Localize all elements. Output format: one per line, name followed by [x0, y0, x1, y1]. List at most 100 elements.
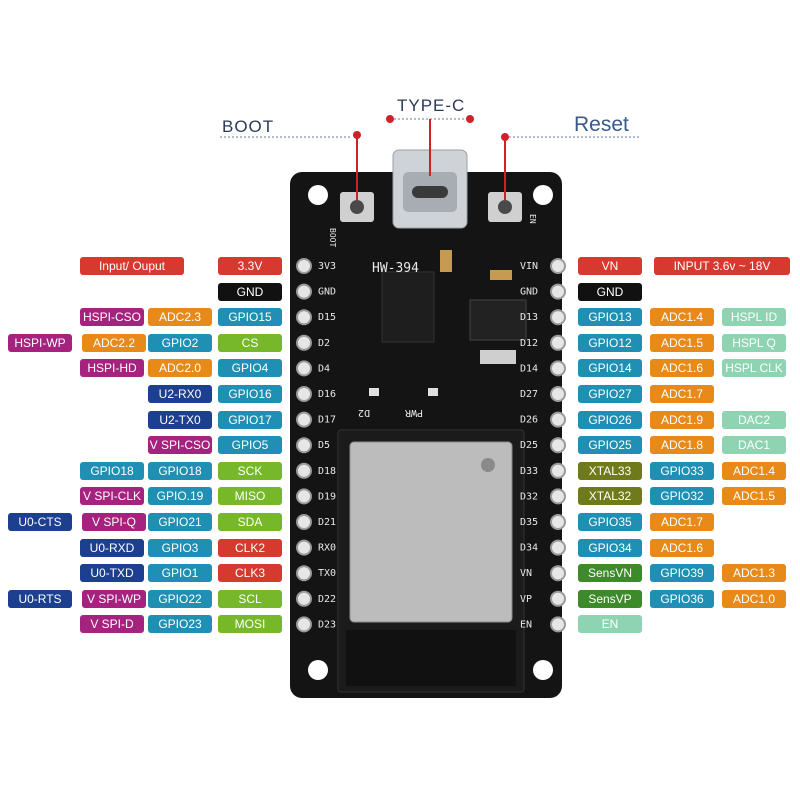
pin-label-gpio13: GPIO13 [578, 308, 642, 326]
right-pin-hole [550, 590, 566, 607]
right-pin-hole [550, 514, 566, 530]
pin-label-u2-tx0: U2-TX0 [148, 411, 212, 429]
boot-caption: BOOT [222, 117, 275, 136]
left-pin-silk: D21 [318, 517, 336, 528]
capacitor-2 [490, 270, 512, 280]
pin-label-gpio17: GPIO17 [218, 411, 282, 429]
pin-label-gnd: GND [218, 283, 282, 301]
right-pin-hole [550, 565, 566, 582]
right-pin-silk: D13 [520, 312, 538, 323]
pin-label-gpio3: GPIO3 [148, 539, 212, 557]
pin-label-gpio18: GPIO18 [148, 462, 212, 480]
pin-label-gpio26: GPIO26 [578, 411, 642, 429]
left-pin-hole [296, 437, 312, 454]
pin-label-dac1: DAC1 [722, 436, 786, 454]
pin-label-gpio5: GPIO5 [218, 436, 282, 454]
mount-hole-tr [533, 185, 553, 205]
pin-label-gpio35: GPIO35 [578, 513, 642, 531]
usb-c-slot [412, 186, 448, 198]
pin-label-adc1-3: ADC1.3 [722, 564, 786, 582]
pin-label-adc1-9: ADC1.9 [650, 411, 714, 429]
right-pin-silk: D27 [520, 389, 538, 400]
pin-label-adc1-5: ADC1.5 [722, 487, 786, 505]
right-pin-silk: D14 [520, 363, 538, 374]
right-pin-silk: D33 [520, 466, 538, 477]
pin-label-sensvn: SensVN [578, 564, 642, 582]
pin-label-hspi-hd: HSPI-HD [80, 359, 144, 377]
mount-hole-bl [308, 660, 328, 680]
silk-en: EN [528, 214, 537, 224]
pin-label-clk3: CLK3 [218, 564, 282, 582]
pin-label-dac2: DAC2 [722, 411, 786, 429]
pin-label-adc1-6: ADC1.6 [650, 359, 714, 377]
right-pin-hole [550, 539, 566, 556]
pin-label-adc1-0: ADC1.0 [722, 590, 786, 608]
left-pin-hole [296, 334, 312, 351]
reset-pointer-dot [501, 133, 509, 141]
right-pin-hole [550, 283, 566, 300]
pin-label-adc2-2: ADC2.2 [82, 334, 146, 352]
pin-label-gpio22: GPIO22 [148, 590, 212, 608]
pin-holes [296, 258, 566, 633]
right-pin-silk: D32 [520, 491, 538, 502]
regulator-tab [480, 350, 516, 364]
pin-label-u0-cts: U0-CTS [8, 513, 72, 531]
pin-label-scl: SCL [218, 590, 282, 608]
pin-label-gpio33: GPIO33 [650, 462, 714, 480]
pin-label-hspi-cso: HSPI-CSO [80, 308, 144, 326]
right-pin-hole [550, 462, 566, 479]
left-pin-silk: D22 [318, 594, 336, 605]
left-pin-hole [296, 590, 312, 607]
left-pin-hole [296, 258, 312, 274]
left-pin-silk: GND [318, 287, 336, 298]
pin-label-input-ouput: Input/ Ouput [80, 257, 184, 275]
left-pin-silk: D18 [318, 466, 336, 477]
pin-label-gpio-19: GPIO.19 [148, 487, 212, 505]
right-pin-silk: VN [520, 568, 532, 579]
right-pin-hole [550, 411, 566, 428]
pin-label-adc1-7: ADC1.7 [650, 513, 714, 531]
left-pin-hole [296, 462, 312, 479]
pin-label-gpio2: GPIO2 [148, 334, 212, 352]
pin-label-gpio1: GPIO1 [148, 564, 212, 582]
voltage-regulator [469, 299, 527, 341]
pin-label-adc2-3: ADC2.3 [148, 308, 212, 326]
pin-label-clk2: CLK2 [218, 539, 282, 557]
pin-label-u0-txd: U0-TXD [80, 564, 144, 582]
right-pin-hole [550, 258, 566, 274]
pin-label-u0-rts: U0-RTS [8, 590, 72, 608]
right-pin-silk: VIN [520, 261, 538, 272]
left-pin-hole [296, 309, 312, 326]
right-pin-silk: GND [520, 287, 538, 298]
left-pin-labels: 3V3GNDD15D2D4D16D17D5D18D19D21RX0TX0D22D… [318, 261, 336, 630]
pin-label-hspl-q: HSPL Q [722, 334, 786, 352]
pin-label-hspi-wp: HSPI-WP [8, 334, 72, 352]
silk-d2: D2 [358, 407, 370, 418]
capacitor-1 [440, 250, 452, 272]
type-c-pointer-dot-left [386, 115, 394, 123]
right-pin-silk: D12 [520, 338, 538, 349]
right-pin-silk: VP [520, 594, 532, 605]
pin-label-adc2-0: ADC2.0 [148, 359, 212, 377]
pin-label-gpio12: GPIO12 [578, 334, 642, 352]
pin-label-miso: MISO [218, 487, 282, 505]
pin-label-gpio16: GPIO16 [218, 385, 282, 403]
left-pin-hole [296, 283, 312, 300]
type-c-pointer-dot-right [466, 115, 474, 123]
pin-label-cs: CS [218, 334, 282, 352]
boot-pointer-dot [353, 131, 361, 139]
led-pwr [428, 388, 438, 396]
pin-label-3-3v: 3.3V [218, 257, 282, 275]
silk-boot: BOOT [328, 228, 337, 247]
mount-hole-tl [308, 185, 328, 205]
left-pin-hole [296, 565, 312, 582]
right-pin-hole [550, 616, 566, 633]
left-pin-silk: TX0 [318, 568, 336, 579]
left-pin-silk: 3V3 [318, 261, 336, 272]
pin-label-adc1-4: ADC1.4 [722, 462, 786, 480]
right-pin-hole [550, 334, 566, 351]
module-shield [349, 441, 513, 623]
left-pin-silk: D17 [318, 415, 336, 426]
